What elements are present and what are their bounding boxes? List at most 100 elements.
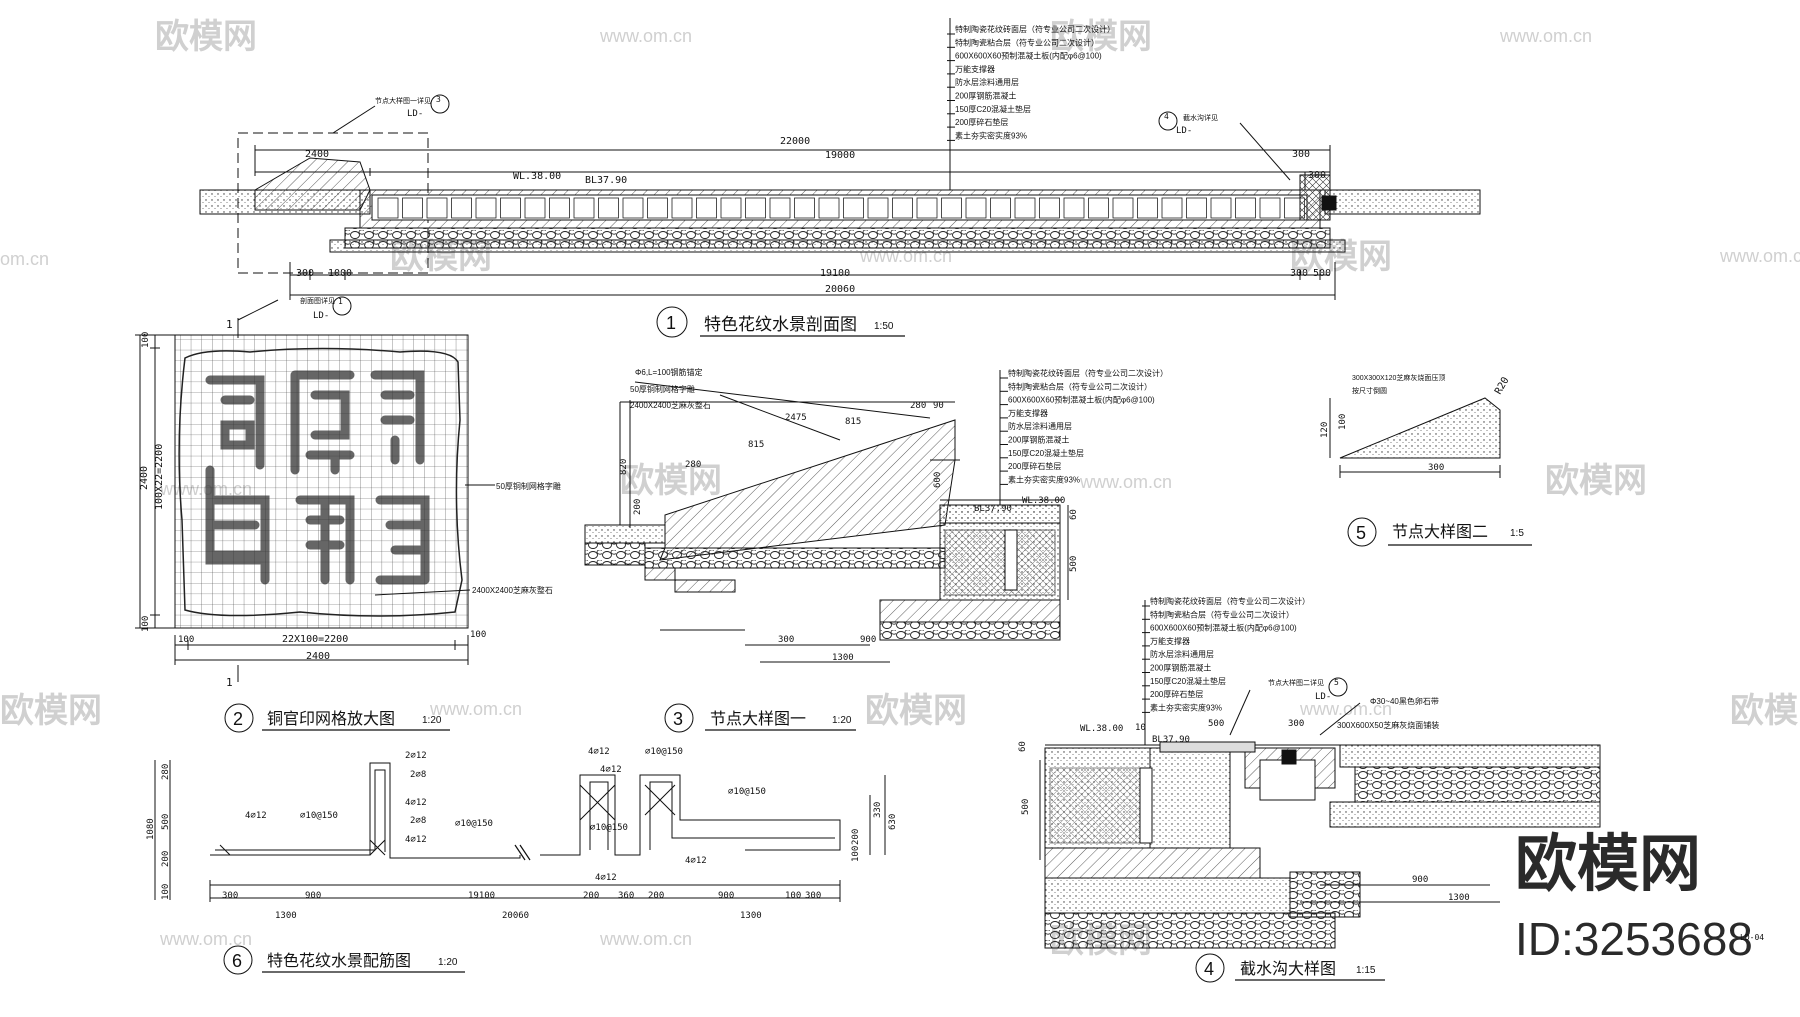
layer-label: 600X600X60预制混凝土板(内配φ6@100) <box>1150 623 1297 633</box>
rebar-label: 4⌀12 <box>588 747 610 757</box>
dim-900b: 900 <box>718 891 734 901</box>
layer-label: 素土夯实密实度93% <box>1008 474 1080 484</box>
layer-callout-list: 特制陶瓷花纹砖面层（符专业公司二次设计）特制陶瓷粘合层（符专业公司二次设计）60… <box>1142 596 1310 713</box>
sheet-number: LD-04 <box>1740 933 1764 942</box>
layer-label: 特制陶瓷花纹砖面层（符专业公司二次设计） <box>955 24 1115 34</box>
watermark-id: ID:3253688 <box>1515 913 1753 965</box>
dim-120: 120 <box>1320 422 1330 438</box>
rebar-label: 4⌀12 <box>245 811 267 821</box>
watermark-brand: 欧模网 <box>155 18 257 56</box>
rebar-label: ⌀10@150 <box>728 787 766 797</box>
watermark-url: www.om.cn <box>1719 246 1800 266</box>
pool-cell <box>1088 197 1109 219</box>
drawing-number: 3 <box>673 709 683 729</box>
pool-cell <box>451 197 472 219</box>
note-paving: 300X600X50芝麻灰烧面铺装 <box>1337 720 1439 730</box>
pool-cell <box>622 197 644 219</box>
pool-cell <box>818 197 840 219</box>
dim-200a: 200 <box>583 891 599 901</box>
dim-1300b: 1300 <box>740 911 762 921</box>
ref-label: 节点大样图一详见 <box>375 96 431 105</box>
layer-label: 防水层涂料通用层 <box>955 77 1019 87</box>
dim-200r: 200 <box>851 829 861 845</box>
drawing-6-labels: 2⌀12 2⌀8 4⌀12 2⌀8 4⌀12 4⌀12 ⌀10@150 ⌀10@… <box>146 747 898 975</box>
pool-cell <box>647 197 668 219</box>
section-mark: 1 <box>226 318 233 331</box>
dim-900: 900 <box>1412 875 1428 885</box>
dim-bottom-margin: 100 <box>141 616 151 632</box>
watermark-url: www.om.cn <box>159 929 252 949</box>
dim-60: 60 <box>1069 509 1079 520</box>
dim-300: 300 <box>778 635 794 645</box>
watermark-brand: 欧模网 <box>865 692 967 730</box>
pool-cell <box>1137 197 1158 219</box>
pool-cell <box>965 197 987 219</box>
watermark-brand-large: 欧模网 <box>1515 830 1701 899</box>
dim-500v: 500 <box>1021 799 1031 815</box>
layer-label: 素土夯实密实度93% <box>1150 702 1222 712</box>
rebar-label: ⌀10@150 <box>645 747 683 757</box>
pool-cell <box>867 197 889 219</box>
layer-label: 万能支撑器 <box>1008 408 1048 418</box>
dim-500: 500 <box>1069 556 1079 572</box>
dim-top-right: 300 <box>1292 149 1310 160</box>
ref-label: 剖面图详见 <box>300 296 335 305</box>
ref-sheet: LD- <box>313 311 329 321</box>
drawing-number: 5 <box>1356 523 1366 543</box>
ref-label: 节点大样图二详见 <box>1268 678 1324 687</box>
watermark-brand: 欧模网 <box>0 692 102 730</box>
pool-cell <box>1235 197 1256 219</box>
drawing-3-labels: Φ6,L=100钢筋锚定 50厚铜制网格字雕 2400X2400芝麻灰整石 24… <box>619 367 1168 733</box>
base-level-label: BL37.90 <box>974 504 1012 514</box>
dim-100r: 100 <box>851 846 861 862</box>
dim-right-margin: 100 <box>470 630 486 640</box>
dim-height-total: 2400 <box>139 466 150 490</box>
rebar-label: ⌀10@150 <box>590 823 628 833</box>
pool-cells <box>377 197 1305 219</box>
drawing-scale: 1:20 <box>438 957 458 968</box>
drawing-number: 6 <box>232 951 242 971</box>
note-pebble: Φ30~40黑色卵石带 <box>1370 696 1439 706</box>
layer-label: 特制陶瓷粘合层（符专业公司二次设计） <box>1150 609 1294 619</box>
layer-callout-list: 特制陶瓷花纹砖面层（符专业公司二次设计）特制陶瓷粘合层（符专业公司二次设计）60… <box>1000 368 1168 485</box>
layer-label: 600X600X60预制混凝土板(内配φ6@100) <box>955 51 1102 61</box>
layer-label: 特制陶瓷粘合层（符专业公司二次设计） <box>955 37 1099 47</box>
pool-cell <box>573 197 595 219</box>
pool-cell <box>745 197 766 219</box>
pool-cell <box>769 197 791 219</box>
layer-label: 素土夯实密实度93% <box>955 130 1027 140</box>
watermark-brand: 欧模网 <box>1545 462 1647 500</box>
dim-2475: 2475 <box>785 413 807 423</box>
pool-cell <box>475 197 497 219</box>
note-copper-grid: 50厚铜制网格字雕 <box>496 481 561 491</box>
dim-200: 200 <box>633 499 643 515</box>
dim-width-grid: 22X100=2200 <box>282 634 348 645</box>
dim-300: 300 <box>1288 719 1304 729</box>
drawing-2-seal-grid: 2400 100X22=2200 100 100 22X100=2200 240… <box>135 296 561 733</box>
note-round: 按尺寸倒圆 <box>1352 386 1387 395</box>
dim-280a: 280 <box>685 460 701 470</box>
ref-num: 5 <box>1334 678 1339 687</box>
dim-100: 100 <box>161 884 171 900</box>
dim-bottom-right: 300 <box>1290 268 1308 279</box>
layer-label: 万能支撑器 <box>955 64 995 74</box>
pool-cell <box>916 197 938 219</box>
layer-label: 200厚钢筋混凝土 <box>955 91 1016 101</box>
pool-cell <box>402 197 423 219</box>
dim-360: 360 <box>618 891 634 901</box>
pool-cell <box>1063 197 1085 219</box>
dim-815a: 815 <box>748 440 764 450</box>
drawing-number: 4 <box>1204 959 1214 979</box>
seal-characters <box>205 370 430 585</box>
radius: R20 <box>1493 375 1512 396</box>
dim-280b: 280 <box>910 401 926 411</box>
note-copper: 50厚铜制网格字雕 <box>630 384 695 394</box>
dim-bottom-total: 20060 <box>825 284 855 295</box>
dim-900: 900 <box>860 635 876 645</box>
watermark-url: www.om.cn <box>1499 26 1592 46</box>
rebar-label: 4⌀12 <box>685 856 707 866</box>
dim-1080: 1080 <box>146 818 156 840</box>
rebar-label: ⌀10@150 <box>300 811 338 821</box>
pool-cell <box>794 197 815 219</box>
drawing-scale: 1:5 <box>1510 528 1524 539</box>
